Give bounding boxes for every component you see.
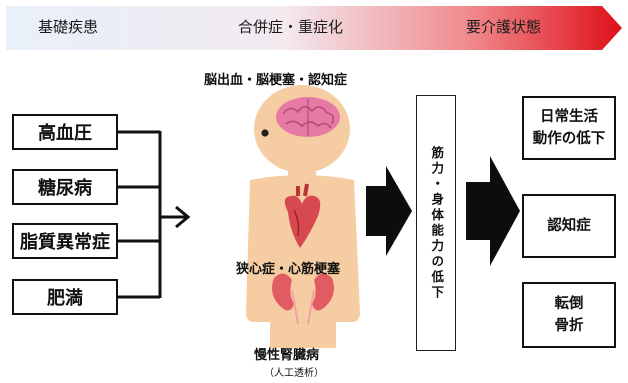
- outcome-box-fall-fracture: 転倒 骨折: [522, 282, 616, 348]
- eye-icon: [261, 129, 269, 137]
- outcome-text-line: 骨折: [554, 318, 584, 334]
- brain-icon: [276, 97, 340, 137]
- condition-box-dyslipidemia: 脂質異常症: [12, 223, 118, 259]
- outcome-box-dementia: 認知症: [522, 194, 616, 258]
- outcome-text-line: 転倒: [554, 295, 584, 312]
- heart-icon: [284, 183, 321, 248]
- stage-label-care-needed: 要介護状態: [466, 18, 542, 36]
- outcome-text-line: 日常生活: [540, 108, 598, 125]
- flow-arrow-to-decline: [366, 166, 412, 256]
- flow-arrow-to-outcomes: [466, 156, 520, 266]
- outcome-text-line: 動作の低下: [532, 131, 606, 147]
- brain-disease-label: 脳出血・脳梗塞・認知症: [204, 73, 348, 88]
- stage-label-complications: 合併症・重症化: [238, 18, 344, 36]
- condition-box-hypertension: 高血圧: [12, 114, 118, 150]
- person-silhouette: [246, 85, 360, 348]
- stage-label-basic-disease: 基礎疾患: [38, 18, 99, 36]
- dialysis-note: （人工透析）: [264, 368, 324, 379]
- outcome-text-line: 認知症: [547, 217, 591, 234]
- condition-box-diabetes: 糖尿病: [12, 169, 118, 205]
- kidney-icon: [272, 273, 334, 325]
- stage-progress-arrow: [6, 6, 622, 50]
- physical-decline-box: 筋力・身体能力の低下: [416, 95, 456, 351]
- heart-disease-label: 狭心症・心筋梗塞: [236, 262, 341, 277]
- condition-box-obesity: 肥満: [12, 279, 118, 315]
- outcome-box-daily-activity: 日常生活 動作の低下: [522, 96, 616, 160]
- kidney-disease-label: 慢性腎臓病: [254, 348, 320, 363]
- physical-decline-label: 筋力・身体能力の低下: [429, 145, 445, 301]
